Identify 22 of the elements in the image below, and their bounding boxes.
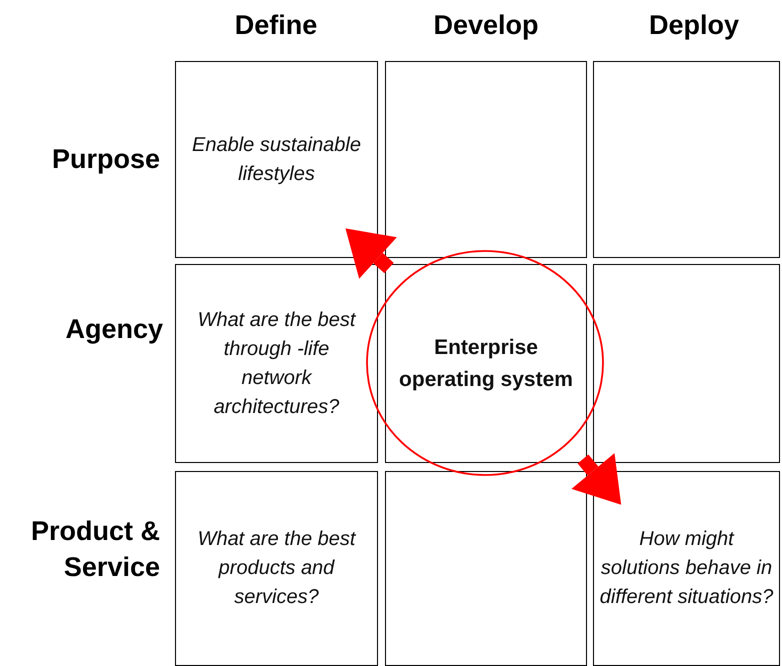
grid-cell (175, 264, 378, 463)
center-cell (385, 264, 587, 463)
column-header: Deploy (648, 9, 740, 42)
cell-text: Enterprise operating system (398, 334, 574, 392)
column-header: Develop (432, 9, 540, 42)
cycle-arrow (345, 228, 397, 279)
cell-text: What are the best products and services? (196, 527, 357, 610)
row-header: Purpose (50, 143, 160, 176)
row-header: Agency (64, 313, 163, 346)
grid-cell (175, 471, 378, 666)
grid-cell (175, 61, 378, 258)
column-header: Define (234, 9, 318, 42)
row-header: Product & Service (30, 515, 160, 584)
empty-grid-cell (593, 264, 780, 463)
grid-cell (593, 471, 780, 666)
empty-grid-cell (385, 471, 587, 666)
cell-text: Enable sustainable lifestyles (192, 132, 362, 186)
empty-grid-cell (593, 61, 780, 258)
cell-text: What are the best through -life network architectures? (196, 308, 357, 420)
cycle-arrow (572, 453, 622, 505)
empty-grid-cell (385, 61, 587, 258)
cell-text: How might solutions behave in different situations? (599, 527, 774, 610)
